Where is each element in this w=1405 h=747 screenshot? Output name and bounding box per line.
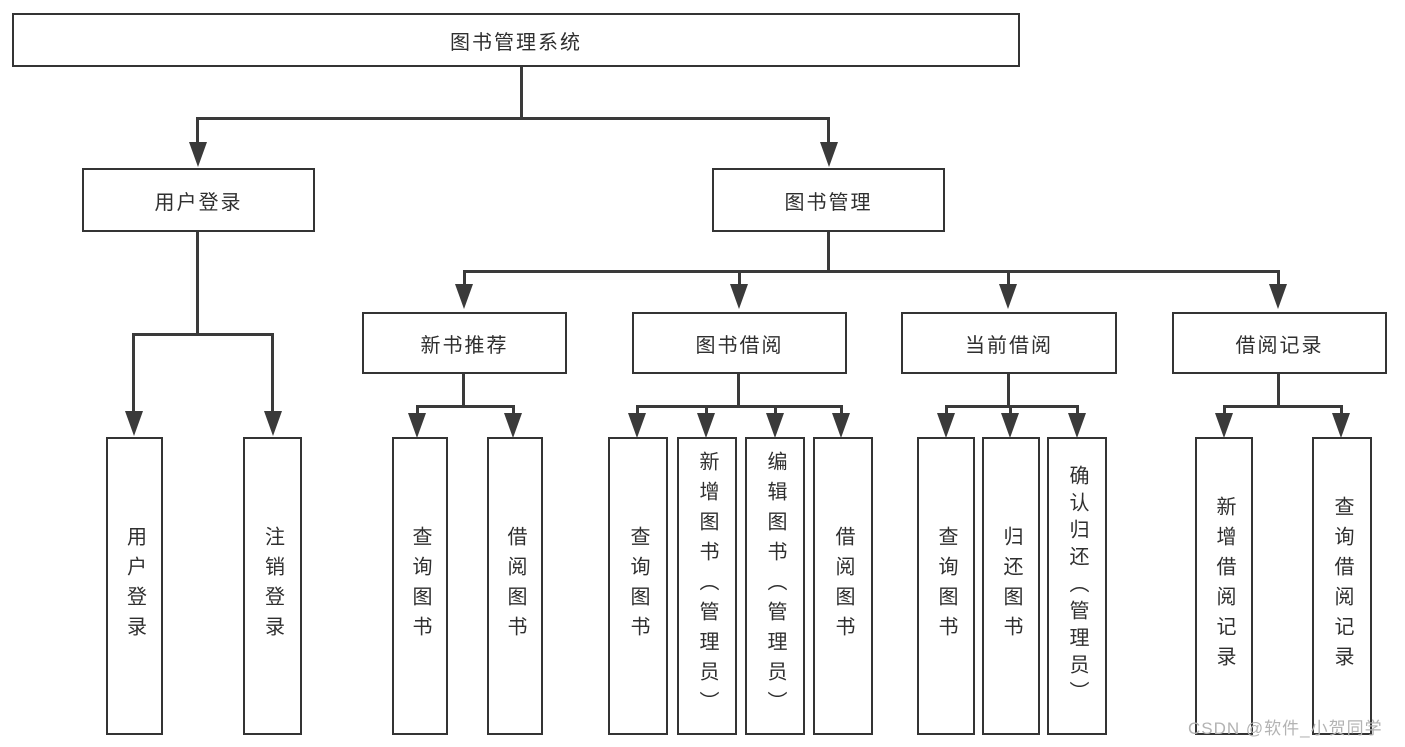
node-query-books-recommend: 查询图书 bbox=[392, 437, 448, 735]
node-label: 查询借阅记录 bbox=[1331, 496, 1353, 676]
connector-stem bbox=[827, 117, 830, 145]
node-borrow-books-recommend: 借阅图书 bbox=[487, 437, 543, 735]
arrow-down bbox=[766, 413, 784, 438]
node-label: 借阅图书 bbox=[832, 526, 854, 646]
arrow-down bbox=[999, 284, 1017, 309]
arrow-down bbox=[455, 284, 473, 309]
connector-stem bbox=[705, 405, 708, 415]
arrow-down bbox=[1068, 413, 1086, 438]
arrow-down bbox=[730, 284, 748, 309]
node-logout: 注销登录 bbox=[243, 437, 302, 735]
connector-stem bbox=[1076, 405, 1079, 415]
arrow-down bbox=[820, 142, 838, 167]
connector-new-book-rail bbox=[416, 405, 515, 408]
node-book-management: 图书管理 bbox=[712, 168, 945, 232]
node-add-borrow-record: 新增借阅记录 bbox=[1195, 437, 1253, 735]
node-label: 注销登录 bbox=[261, 526, 284, 646]
connector-new-book-stub bbox=[462, 374, 465, 407]
arrow-down bbox=[1269, 284, 1287, 309]
node-label: 图书管理系统 bbox=[450, 31, 582, 54]
node-label: 编辑图书（管理员） bbox=[764, 451, 786, 721]
connector-book-borrow-stub bbox=[737, 374, 740, 407]
node-confirm-return-admin: 确认归还（管理员） bbox=[1047, 437, 1107, 735]
node-label: 用户登录 bbox=[154, 191, 243, 214]
node-label: 图书管理 bbox=[784, 191, 873, 214]
connector-stem bbox=[1340, 405, 1343, 415]
arrow-down bbox=[264, 411, 282, 436]
connector-book-management-stub bbox=[827, 232, 830, 273]
node-current-borrow: 当前借阅 bbox=[901, 312, 1117, 374]
arrow-down bbox=[937, 413, 955, 438]
connector-current-borrow-rail bbox=[945, 405, 1079, 408]
node-add-books-admin: 新增图书（管理员） bbox=[677, 437, 737, 735]
node-label: 图书借阅 bbox=[695, 334, 784, 357]
connector-stem bbox=[1223, 405, 1226, 415]
arrow-down bbox=[504, 413, 522, 438]
arrow-down bbox=[408, 413, 426, 438]
connector-stem bbox=[1009, 405, 1012, 415]
arrow-down bbox=[189, 142, 207, 167]
connector-stem bbox=[271, 333, 274, 413]
connector-stem bbox=[774, 405, 777, 415]
node-label: 新增图书（管理员） bbox=[696, 451, 718, 721]
node-query-books-borrow: 查询图书 bbox=[608, 437, 668, 735]
connector-level3-rail bbox=[463, 270, 1280, 273]
node-label: 用户登录 bbox=[123, 526, 146, 646]
connector-stem bbox=[196, 117, 199, 145]
node-user-login-leaf: 用户登录 bbox=[106, 437, 163, 735]
connector-level2-rail bbox=[196, 117, 830, 120]
node-label: 借阅图书 bbox=[504, 526, 526, 646]
node-library-management-system: 图书管理系统 bbox=[12, 13, 1020, 67]
node-label: 借阅记录 bbox=[1235, 334, 1324, 357]
connector-stem bbox=[463, 270, 466, 286]
arrow-down bbox=[628, 413, 646, 438]
node-user-login: 用户登录 bbox=[82, 168, 315, 232]
node-label: 查询图书 bbox=[409, 526, 431, 646]
node-edit-books-admin: 编辑图书（管理员） bbox=[745, 437, 805, 735]
connector-book-borrow-rail bbox=[636, 405, 843, 408]
node-book-borrow: 图书借阅 bbox=[632, 312, 847, 374]
arrow-down bbox=[1332, 413, 1350, 438]
node-label: 当前借阅 bbox=[965, 334, 1053, 357]
connector-borrow-records-rail bbox=[1223, 405, 1343, 408]
arrow-down bbox=[832, 413, 850, 438]
arrow-down bbox=[697, 413, 715, 438]
node-label: 查询图书 bbox=[627, 526, 649, 646]
node-new-book-recommend: 新书推荐 bbox=[362, 312, 567, 374]
connector-user-login-stub bbox=[196, 232, 199, 335]
connector-root-stub bbox=[520, 67, 523, 118]
arrow-down bbox=[1001, 413, 1019, 438]
connector-stem bbox=[416, 405, 419, 415]
connector-stem bbox=[636, 405, 639, 415]
node-borrow-records: 借阅记录 bbox=[1172, 312, 1387, 374]
node-label: 新增借阅记录 bbox=[1213, 496, 1235, 676]
node-query-books-current: 查询图书 bbox=[917, 437, 975, 735]
connector-stem bbox=[1277, 270, 1280, 286]
connector-stem bbox=[1007, 270, 1010, 286]
arrow-down bbox=[125, 411, 143, 436]
connector-stem bbox=[840, 405, 843, 415]
csdn-watermark: CSDN @软件_小贺同学 bbox=[1188, 719, 1383, 738]
connector-borrow-records-stub bbox=[1277, 374, 1280, 407]
arrow-down bbox=[1215, 413, 1233, 438]
node-label: 确认归还（管理员） bbox=[1066, 464, 1088, 708]
connector-stem bbox=[738, 270, 741, 286]
node-borrow-books: 借阅图书 bbox=[813, 437, 873, 735]
connector-stem bbox=[132, 333, 135, 413]
node-label: 归还图书 bbox=[1000, 526, 1022, 646]
connector-stem bbox=[512, 405, 515, 415]
connector-stem bbox=[945, 405, 948, 415]
connector-user-login-rail bbox=[133, 333, 274, 336]
node-return-books: 归还图书 bbox=[982, 437, 1040, 735]
node-query-borrow-record: 查询借阅记录 bbox=[1312, 437, 1372, 735]
node-label: 新书推荐 bbox=[420, 334, 509, 357]
connector-current-borrow-stub bbox=[1007, 374, 1010, 407]
node-label: 查询图书 bbox=[935, 526, 957, 646]
